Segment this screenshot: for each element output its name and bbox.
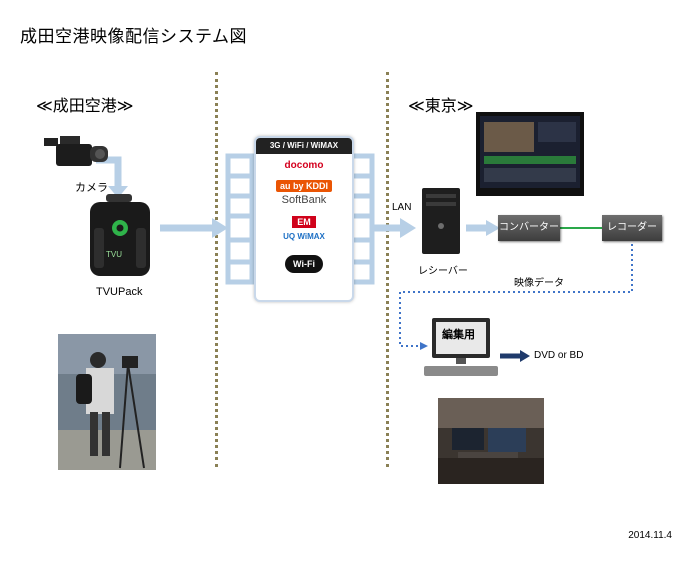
monitor-photo	[476, 112, 584, 196]
camera-to-pack-arrowhead	[108, 186, 128, 198]
recorder-to-edit-arrowhead	[420, 342, 428, 350]
monitor-screen-icon	[480, 116, 580, 188]
converter-box: コンバーター	[498, 215, 560, 241]
carrier-uq: UQ WiMAX	[283, 232, 325, 241]
carrier-wifi: Wi-Fi	[256, 254, 352, 273]
carrier-docomo: docomo	[284, 160, 324, 171]
backpack-icon	[90, 194, 150, 276]
section-narita: ≪成田空港≫	[36, 98, 134, 115]
person-with-backpack-icon	[58, 334, 156, 470]
receiver-to-converter-arrowhead	[486, 220, 500, 236]
video-data-label: 映像データ	[514, 278, 564, 289]
dvd-bd-label: DVD or BD	[534, 350, 584, 361]
lan-label: LAN	[392, 202, 412, 213]
tvupack-image: TVU	[84, 192, 156, 278]
reporter-photo	[58, 334, 156, 470]
editing-room-photo	[438, 398, 544, 484]
carrier-au-badge: au by KDDI	[275, 180, 332, 192]
divider-right	[386, 72, 389, 467]
receiver-image	[418, 186, 464, 256]
network-to-receiver-arrowhead	[400, 218, 416, 238]
video-camera-icon	[44, 136, 108, 166]
desktop-computer-icon	[424, 318, 498, 376]
section-tokyo: ≪東京≫	[408, 98, 474, 115]
date-label: 2014.11.4	[628, 530, 672, 541]
pack-to-network-arrowhead	[212, 218, 228, 238]
edit-to-dvd-arrowhead	[520, 350, 530, 362]
carrier-wifi-badge: Wi-Fi	[285, 255, 323, 273]
carrier-softbank: SoftBank	[281, 194, 327, 206]
computer-tower-icon	[422, 188, 460, 254]
edit-pc-label: 編集用	[442, 329, 475, 341]
recorder-to-edit-dotted-line	[399, 244, 633, 347]
recorder-box: レコーダー	[602, 215, 662, 241]
diagram-title: 成田空港映像配信システム図	[20, 27, 247, 46]
network-header: 3G / WiFi / WiMAX	[256, 138, 352, 154]
camera-image	[42, 132, 110, 178]
camera-label: カメラ	[75, 182, 108, 194]
receiver-label: レシーバー	[418, 266, 468, 277]
divider-left	[215, 72, 218, 467]
edit-pc-image	[422, 316, 500, 378]
carrier-em: EM	[256, 212, 352, 230]
editing-room-icon	[438, 398, 544, 484]
backpack-brand: TVU	[106, 250, 122, 259]
carrier-au: au by KDDI	[256, 176, 352, 194]
carrier-em-badge: EM	[292, 216, 316, 228]
tvupack-label: TVUPack	[96, 286, 143, 298]
network-card: 3G / WiFi / WiMAX docomo au by KDDI Soft…	[254, 136, 354, 302]
